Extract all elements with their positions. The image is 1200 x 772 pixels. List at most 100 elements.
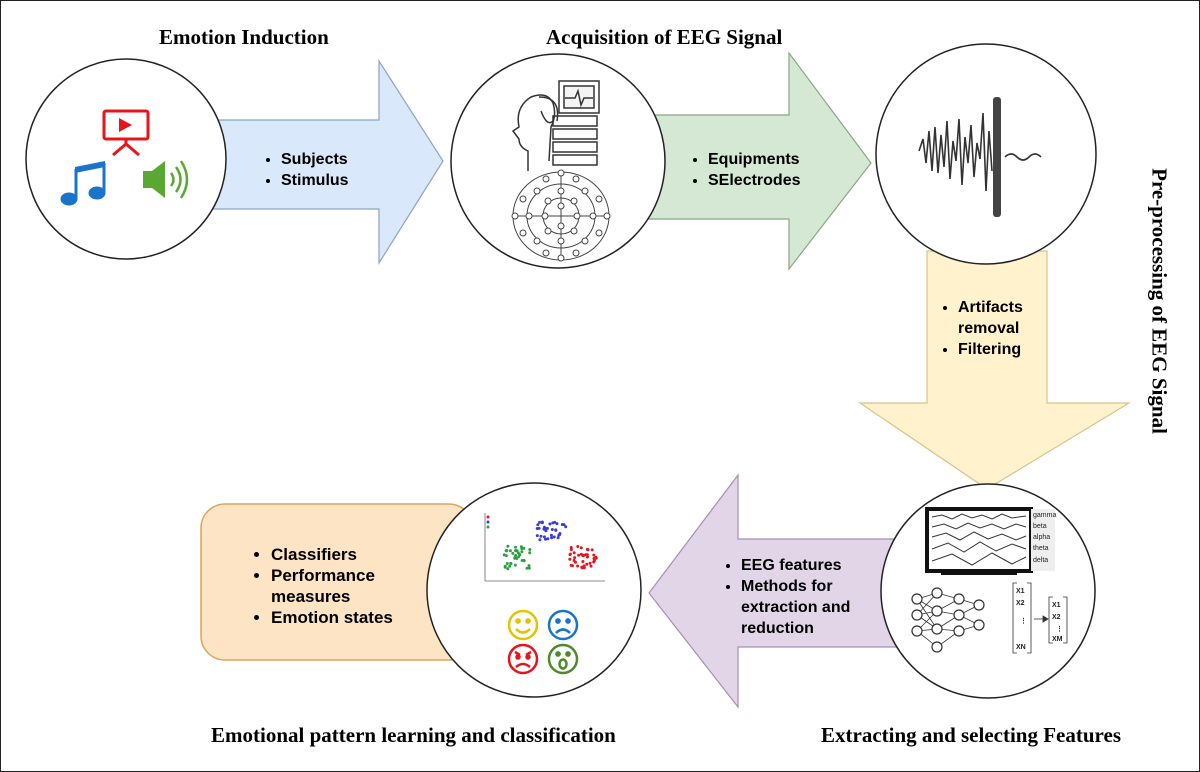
svg-text:⋮: ⋮ [1020,617,1027,625]
eeg-monitor-icon [511,80,600,171]
circle-preprocessing [875,43,1097,265]
bullet-item: Stimulus [281,170,349,191]
scatter-dot [581,560,585,563]
speaker-icon [143,160,189,199]
scatter-dot [573,556,577,560]
scatter-dot [579,546,583,550]
scatter-dot [535,534,539,538]
scatter-dot [564,525,568,529]
scatter-dot [509,561,513,565]
arrow-acquisition-to-preprocessing [630,51,872,271]
scatter-dot [584,553,588,557]
scatter-dot [551,521,555,525]
brainwave-label: beta [1033,523,1047,530]
emoji-sad-icon [547,609,579,641]
bullet-item: Subjects [281,149,349,170]
emoji-angry-icon [507,643,539,675]
scatter-dot [552,535,556,539]
brainwave-label: theta [1033,545,1049,552]
brainwave-labels: gamma beta alpha theta delta [1033,512,1056,564]
bullet-item: Methods for extraction and reduction [741,576,911,639]
scatter-dot [522,558,526,562]
bullet-item: Emotion states [271,607,446,628]
scatter-dot [570,564,574,568]
input-vector-label: X1 [1016,588,1025,595]
scatter-dot [586,555,589,559]
scatter-dot [508,549,512,553]
scatter-dot [556,536,560,540]
scatter-dot [505,548,509,552]
scatter-plot-icon [484,513,605,582]
scatter-dot [527,564,531,568]
scatter-dot [544,527,548,530]
scatter-dot [554,528,558,532]
svg-text:⋮: ⋮ [1056,625,1063,633]
scatter-dot [542,535,546,539]
arrow-induction-to-acquisition [205,58,444,266]
scatter-dot [585,562,589,566]
scatter-dot [581,554,585,558]
bullet-item: Performance measures [271,565,446,607]
circle-acquisition [450,53,666,269]
title-acquisition: Acquisition of EEG Signal [546,25,783,49]
input-vector-label: XN [1016,644,1026,651]
output-vector-label: X2 [1052,614,1061,621]
scatter-dot [538,520,542,524]
title-feature-extraction: Extracting and selecting Features [821,723,1121,747]
scatter-dot [569,548,573,552]
scatter-dot [544,529,548,533]
brainwave-label: gamma [1033,512,1056,519]
scatter-dot [568,557,572,561]
vector-labels: X1 X2 ⋮ XN X1 X2 ⋮ XM [1016,588,1063,651]
title-preprocessing: Pre-processing of EEG Signal [1147,168,1172,434]
neural-network-icon [911,582,1068,654]
scatter-dot [503,565,507,569]
bullets-preprocessing: Artifacts removal Filtering [936,297,1073,360]
title-classification: Emotional pattern learning and classific… [211,723,616,747]
scatter-dot [522,546,526,550]
scatter-dot [539,534,543,538]
scatter-dot [527,566,531,570]
scatter-dot [576,564,580,568]
scatter-dot [506,544,510,548]
circle-emotion-induction [25,58,227,260]
scatter-dot [560,523,564,526]
scatter-dot [592,557,596,560]
circle-classification [426,482,642,698]
input-vector-label: X2 [1016,600,1025,607]
bullet-item: Artifacts removal [958,297,1073,339]
scatter-dot [508,564,512,568]
scatter-dot [550,528,554,531]
scatter-dot [549,533,553,537]
arrow-features-to-classification [648,473,907,709]
electrode-cap-icon [511,169,611,262]
scatter-dot [528,548,532,551]
scatter-dot [580,566,584,570]
bullets-classification: Classifiers Performance measures Emotion… [249,544,446,628]
scatter-dot [576,545,580,548]
scatter-dot [574,560,577,564]
scatter-dot [544,537,547,541]
scatter-dot [546,537,550,541]
scatter-dot [514,549,518,553]
scatter-dot [568,553,572,557]
scatter-dot [590,548,594,552]
scatter-dot [582,566,586,570]
bullets-acquisition: Equipments SElectrodes [686,149,800,191]
scatter-dot [540,520,544,524]
scatter-dot [586,548,590,552]
signal-filter-icon [918,97,1042,217]
emoji-happy-icon [507,609,539,641]
scatter-dot [538,538,542,542]
bullet-item: Classifiers [271,544,446,565]
scatter-dot [528,551,532,555]
scatter-dot [502,553,506,557]
title-emotion-induction: Emotion Induction [159,25,329,49]
scatter-dot [514,545,518,549]
scatter-dot [555,522,559,526]
scatter-dot [537,526,541,530]
circle-feature-extraction: gamma beta alpha theta delta [880,483,1096,699]
